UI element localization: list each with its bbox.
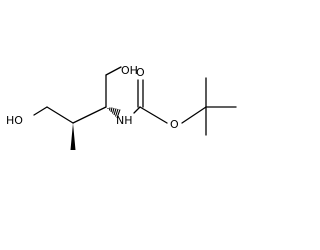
nh-hashed-wedge-bond [107, 107, 121, 119]
molecule-structure: OH HO NH O O [6, 64, 237, 150]
carbonyl-o-label: O [136, 66, 145, 79]
bond-ester-o-tbu [181, 106, 207, 124]
nh-label: NH [116, 114, 133, 127]
molecule-svg: OH HO NH O O [6, 64, 237, 150]
methyl-wedge-bond [70, 123, 76, 150]
bond-ch2-left-c3 [46, 106, 74, 124]
bond-c3-c2 [72, 106, 107, 124]
oh-top-label: OH [121, 64, 138, 77]
ester-o-label: O [170, 118, 179, 131]
bond-n-carbonyl-c [133, 106, 141, 114]
bond-c1-oh-top [105, 66, 122, 76]
oh-left-label: HO [6, 114, 23, 127]
bond-carbonyl-c-ester-o [139, 106, 168, 124]
bond-o-left-ch2 [33, 106, 48, 116]
